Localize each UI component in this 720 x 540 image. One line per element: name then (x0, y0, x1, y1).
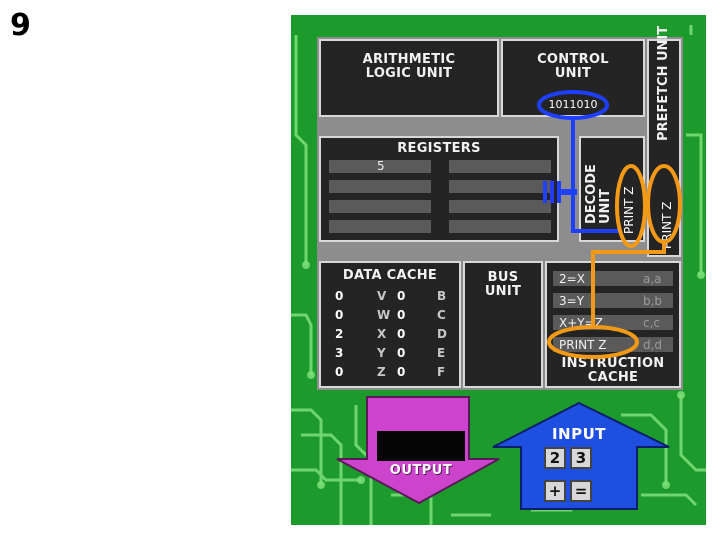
key-2[interactable]: 2 (544, 447, 566, 469)
data-cache-row: 0 W 0 C (335, 308, 446, 322)
output-display (377, 431, 465, 461)
prefetch-highlight (646, 164, 682, 244)
prefetch-unit-panel: PREFETCH UNIT PRINT Z (647, 26, 681, 257)
cache-to-prefetch-line (591, 242, 666, 327)
control-highlight (537, 90, 609, 120)
register-slot (329, 220, 431, 233)
input-label: INPUT (551, 425, 607, 443)
instruction-left: 3=Y (559, 294, 585, 308)
register-slot (329, 180, 431, 193)
bus-title-1: BUS (487, 270, 519, 285)
control-unit-panel: CONTROL UNIT 1011010 (501, 39, 645, 117)
key-plus[interactable]: + (544, 480, 566, 502)
registers-title: REGISTERS (397, 141, 481, 156)
output-arrow (336, 396, 500, 505)
data-cache-row: 3 Y 0 E (335, 346, 446, 360)
cpu-diagram: ARITHMETIC LOGIC UNIT CONTROL UNIT 10110… (291, 15, 706, 525)
decode-highlight (615, 164, 647, 248)
register-slot (329, 200, 431, 213)
registers-panel: REGISTERS 5 (319, 136, 559, 242)
instruction-left: PRINT Z (559, 338, 607, 352)
data-cache-row: 2 X 0 D (335, 327, 447, 341)
instruction-right: c,c (643, 316, 661, 330)
slide-number: 9 (10, 8, 31, 43)
instruction-cache-title-2: CACHE (587, 370, 639, 385)
instruction-slot (553, 271, 673, 286)
register-slot (449, 200, 551, 213)
data-cache-title: DATA CACHE (342, 268, 438, 283)
register-slot (449, 180, 551, 193)
decode-unit-panel: DECODE UNIT PRINT Z (579, 136, 645, 242)
instruction-slot (553, 293, 673, 308)
instruction-right: a,a (643, 272, 662, 286)
data-cache-row: 0 Z 0 F (335, 365, 446, 379)
data-cache-panel: DATA CACHE 0 V 0 B 0 W 0 C 2 X 0 (319, 261, 461, 388)
control-title-1: CONTROL (537, 52, 609, 67)
control-instruction: 1011010 (548, 98, 598, 111)
output-label: OUTPUT (389, 463, 453, 478)
instruction-highlight (547, 325, 639, 359)
instruction-slot (553, 337, 673, 352)
alu-panel: ARITHMETIC LOGIC UNIT (319, 39, 499, 117)
bus-unit-panel: BUS UNIT (463, 261, 543, 388)
instruction-right: d,d (643, 338, 663, 352)
control-title-2: UNIT (554, 66, 592, 81)
register-slot (449, 220, 551, 233)
key-equals[interactable]: = (570, 480, 592, 502)
highlight-overlay (537, 90, 682, 359)
key-3[interactable]: 3 (570, 447, 592, 469)
instruction-left: 2=X (559, 272, 585, 286)
register-slot: 5 (329, 160, 431, 173)
alu-title-2: LOGIC UNIT (365, 66, 453, 81)
instruction-cache-panel: 2=X a,a 3=Y b,b X+Y=Z c,c PRINT Z d,d IN… (545, 261, 681, 388)
data-cache-row: 0 V 0 B (335, 289, 447, 303)
bus-connector-icon (543, 181, 577, 203)
alu-title-1: ARITHMETIC (362, 52, 456, 67)
instruction-right: b,b (643, 294, 663, 308)
bus-title-2: UNIT (484, 284, 522, 299)
instruction-cache-title-1: INSTRUCTION (561, 356, 665, 371)
register-slot (449, 160, 551, 173)
control-to-decode-line (571, 118, 621, 233)
